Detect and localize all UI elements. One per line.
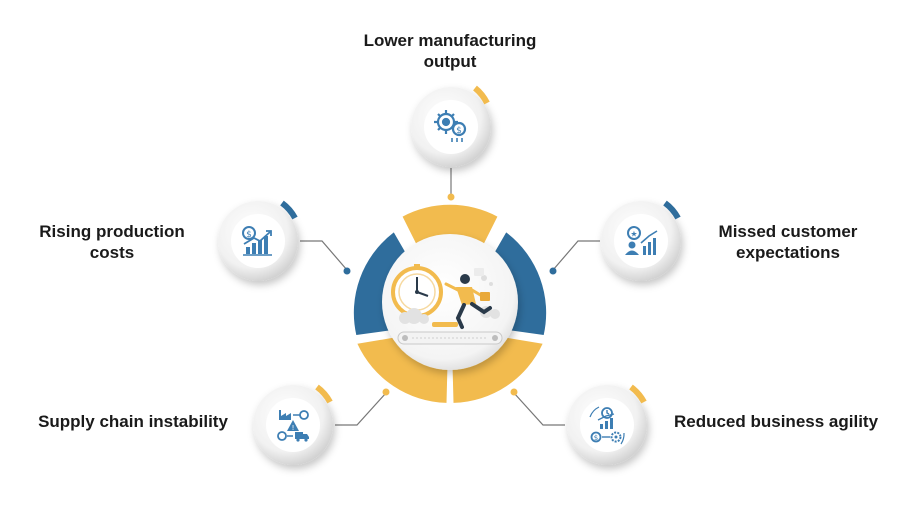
- svg-text:$: $: [456, 126, 462, 136]
- connector-rising-production-costs: [300, 240, 348, 271]
- label-line-1: Lower manufacturing: [363, 31, 537, 50]
- badge-accent-arc: [473, 85, 490, 105]
- label-rising-production-costs: Rising production costs: [14, 221, 210, 263]
- badge-missed-customer-expectations: ★: [601, 200, 681, 281]
- connector-dot: [382, 388, 390, 396]
- label-line-2: output: [423, 52, 477, 71]
- customer-star-growth-icon: ★: [625, 226, 658, 255]
- central-donut: [353, 204, 547, 403]
- connector-dot: [549, 267, 557, 275]
- badge-reduced-business-agility: $: [567, 384, 647, 465]
- label-line-2: expectations: [736, 243, 840, 262]
- svg-text:$: $: [594, 434, 598, 442]
- label-lower-manufacturing-output: Lower manufacturing output: [330, 30, 570, 72]
- label-supply-chain-instability: Supply chain instability: [14, 411, 252, 432]
- badge-rising-production-costs: $: [218, 200, 298, 281]
- conveyor-belt-icon: [397, 331, 503, 345]
- label-reduced-business-agility: Reduced business agility: [656, 411, 896, 432]
- label-line-1: Reduced business agility: [673, 412, 879, 431]
- connector-dot: [343, 267, 351, 275]
- svg-text:!: !: [292, 424, 295, 432]
- donut-segment-bottom-right: [452, 337, 543, 403]
- clock-chart-coin-gear-icon: $: [589, 406, 625, 445]
- label-line-1: Missed customer: [718, 222, 858, 241]
- label-line-2: costs: [89, 243, 135, 262]
- label-line-1: Rising production: [39, 222, 185, 241]
- center-illustration: [391, 264, 503, 345]
- badge-accent-arc: [629, 384, 647, 404]
- svg-text:$: $: [246, 230, 252, 240]
- progress-bar: [432, 322, 458, 327]
- coin-bar-chart-icon: $: [242, 226, 272, 256]
- connector-supply-chain-instability: [335, 392, 387, 426]
- badge-accent-arc: [280, 200, 298, 220]
- badge-accent-arc: [663, 200, 681, 220]
- badge-lower-manufacturing-output: $: [411, 85, 491, 167]
- factory-warning-truck-icon: !: [277, 410, 309, 442]
- svg-text:★: ★: [630, 230, 637, 239]
- donut-segment-bottom-left: [357, 337, 448, 403]
- gear-coin-icon: $: [434, 110, 467, 142]
- badge-accent-arc: [315, 384, 333, 404]
- label-missed-customer-expectations: Missed customer expectations: [688, 221, 888, 263]
- label-line-1: Supply chain instability: [38, 412, 228, 431]
- connector-reduced-business-agility: [513, 392, 565, 426]
- connector-dot: [447, 193, 455, 201]
- connector-dots: [343, 193, 557, 396]
- connector-dot: [510, 388, 518, 396]
- connector-missed-customer-expectations: [552, 240, 600, 271]
- badge-supply-chain-instability: !: [253, 384, 333, 465]
- connectors: [300, 168, 600, 426]
- running-person-icon: [444, 268, 493, 329]
